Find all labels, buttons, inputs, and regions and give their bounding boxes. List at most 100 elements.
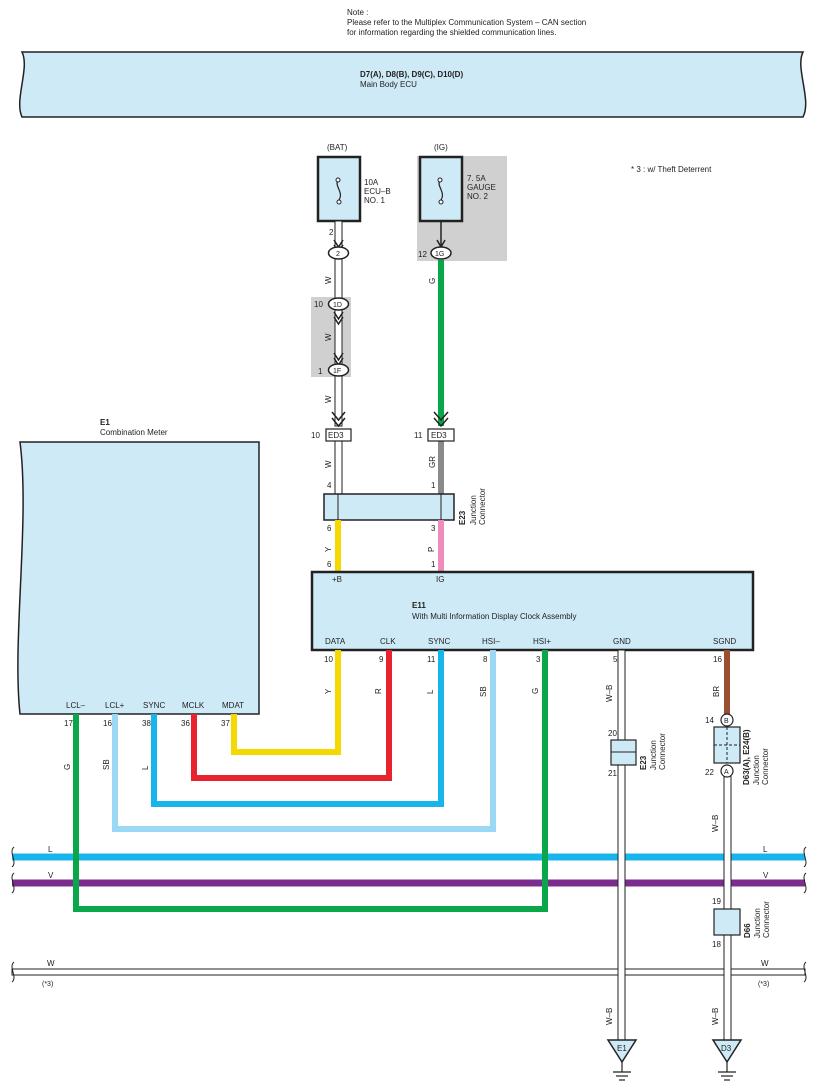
note-line-2: for information regarding the shielded c… bbox=[347, 28, 556, 37]
bus-l-right-label: L bbox=[763, 845, 768, 854]
hsi-wire-light-blue bbox=[112, 650, 496, 832]
fuse-bat-terminal-bottom bbox=[336, 199, 342, 205]
bus-end-brackets bbox=[11, 846, 807, 983]
bat-wire-1-color: W bbox=[324, 276, 333, 284]
clock-terminal-label: HSI– bbox=[482, 637, 500, 646]
fuse-bat-rating: 10A bbox=[364, 178, 379, 187]
fuse-bat-pin: 2 bbox=[329, 228, 334, 237]
meter-wire-color: L bbox=[141, 765, 150, 770]
meter-wire-color: SB bbox=[102, 759, 111, 770]
bat-connector-2 bbox=[327, 246, 350, 260]
clk-wire-red bbox=[191, 650, 392, 781]
bat-junction-1f bbox=[327, 363, 350, 377]
d63-pin-out: 22 bbox=[705, 768, 714, 777]
ground-d3-icon bbox=[718, 1062, 736, 1081]
note-line-1: Please refer to the Multiplex Communicat… bbox=[347, 18, 586, 27]
bat-junction-1f-label: 1F bbox=[333, 368, 341, 375]
clock-wire-color: R bbox=[374, 688, 383, 694]
bat-wire-3-color: W bbox=[324, 460, 333, 468]
d63-pin-in: 14 bbox=[705, 716, 714, 725]
harness-wires bbox=[112, 650, 496, 832]
clock-terminal-pin: 16 bbox=[713, 655, 722, 664]
d63-side-a-label: A bbox=[724, 769, 729, 776]
d66-line2: Connector bbox=[762, 901, 771, 938]
meter-terminal-label: MCLK bbox=[182, 701, 205, 710]
bat-connector-2-label: 2 bbox=[336, 251, 340, 258]
ground-d3-label: D3 bbox=[721, 1044, 732, 1053]
ig-wire-pink-color: P bbox=[427, 547, 436, 552]
meter-terminal-label: SYNC bbox=[143, 701, 165, 710]
e11-plus-b-pin: 6 bbox=[327, 560, 332, 569]
clock-wire-color: SB bbox=[479, 686, 488, 697]
clock-terminal-label: SYNC bbox=[428, 637, 450, 646]
ground-d3-wire-color: W–B bbox=[711, 1008, 720, 1025]
bus-w-right-note: (*3) bbox=[758, 981, 769, 988]
ig-connector-1g-label: 1G bbox=[435, 251, 444, 258]
meter-terminal-pin: 17 bbox=[64, 719, 73, 728]
d63-code: D63(A), E24(B) bbox=[742, 729, 751, 785]
clock-terminal-label: SGND bbox=[713, 637, 736, 646]
clock-terminal-pin: 9 bbox=[379, 655, 384, 664]
bat-wire-yellow-color: Y bbox=[324, 546, 333, 552]
bat-ed3-label: ED3 bbox=[328, 431, 344, 440]
clock-code: E11 bbox=[412, 601, 426, 610]
d66-junction bbox=[713, 908, 741, 936]
d63-line2: Connector bbox=[761, 748, 770, 785]
ig-ed3-label: ED3 bbox=[431, 431, 447, 440]
note-title: Note : bbox=[347, 8, 368, 17]
clock-terminal-label: GND bbox=[613, 637, 631, 646]
d63-side-a-marker bbox=[720, 764, 734, 778]
fuse-bat-name: ECU–B bbox=[364, 187, 391, 196]
fuse-ig-terminal-top bbox=[437, 177, 443, 183]
meter-wire-color: G bbox=[63, 764, 72, 770]
e23-top-line2: Connector bbox=[478, 488, 487, 525]
clock-terminal-pin: 3 bbox=[536, 655, 541, 664]
main-body-ecu-box bbox=[18, 51, 807, 118]
bus-v-left-label: V bbox=[48, 871, 54, 880]
fuse-bat-source: (BAT) bbox=[327, 143, 348, 152]
meter-terminal-label: LCL+ bbox=[105, 701, 125, 710]
combination-meter-box bbox=[17, 441, 260, 715]
footnote: * 3 : w/ Theft Deterrent bbox=[631, 165, 712, 174]
e23-bottom-pin-out: 21 bbox=[608, 769, 617, 778]
bat-1d-pin: 10 bbox=[314, 300, 323, 309]
meter-terminal-pin: 38 bbox=[142, 719, 151, 728]
ig-wire-1-color: G bbox=[428, 278, 437, 284]
bus-v-right-label: V bbox=[763, 871, 769, 880]
ig-connector-1g bbox=[430, 246, 452, 260]
ig-wire-2-color: GR bbox=[428, 456, 437, 468]
bus-l-left-label: L bbox=[48, 845, 53, 854]
clock-wire-color: W–B bbox=[605, 685, 614, 702]
bat-e23-out-pin: 6 bbox=[327, 524, 332, 533]
meter-terminal-label: MDAT bbox=[222, 701, 244, 710]
fuse-bat-terminal-top bbox=[335, 177, 341, 183]
ground-e1-triangle bbox=[606, 1039, 638, 1064]
bat-junction-1d bbox=[327, 297, 350, 311]
clock-terminal-pin: 5 bbox=[613, 655, 618, 664]
clock-terminal-pin: 8 bbox=[483, 655, 488, 664]
clock-assembly-box bbox=[310, 570, 755, 652]
d66-line1: Junction bbox=[753, 908, 762, 938]
clock-plus-b: +B bbox=[332, 575, 342, 584]
sync-wire-blue bbox=[151, 650, 444, 807]
ig-e23-in-pin: 1 bbox=[431, 481, 436, 490]
clock-terminal-label: HSI+ bbox=[533, 637, 551, 646]
bat-junction-1d-label: 1D bbox=[333, 302, 342, 309]
ig-ed3-connector bbox=[427, 428, 455, 442]
ig-ed3-arrow-icon bbox=[433, 411, 449, 428]
bat-1d-arrow-icon bbox=[333, 311, 344, 326]
meter-code: E1 bbox=[100, 418, 110, 427]
lcl-hsi-wire-green bbox=[73, 650, 548, 912]
bat-ed3-pin: 10 bbox=[311, 431, 320, 440]
fuse-ig-source: (IG) bbox=[434, 143, 448, 152]
clock-terminal-label: CLK bbox=[380, 637, 396, 646]
bat-wire-junction-color: W bbox=[324, 333, 333, 341]
bat-ed3-arrow-icon bbox=[331, 411, 346, 428]
e23-junction-top bbox=[323, 493, 455, 521]
meter-terminal-pin: 37 bbox=[221, 719, 230, 728]
ig-ed3-pin: 11 bbox=[414, 431, 423, 440]
ground-e1-icon bbox=[613, 1062, 631, 1081]
d63-side-b-label: B bbox=[724, 718, 729, 725]
